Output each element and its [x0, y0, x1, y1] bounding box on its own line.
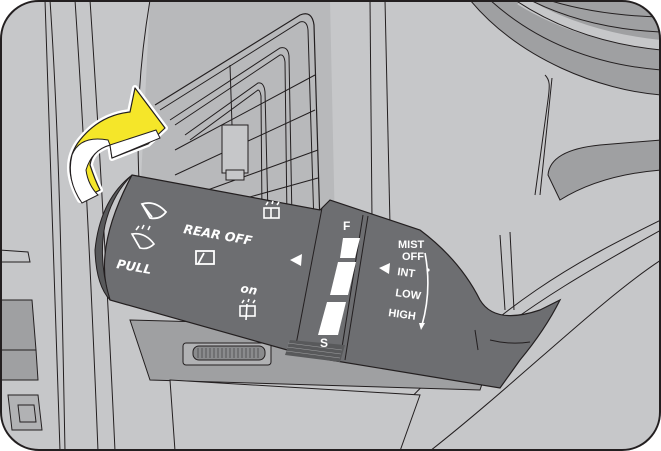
position-low[interactable]: LOW	[395, 287, 423, 303]
position-high[interactable]: HIGH	[388, 307, 417, 323]
front-wiper-icon	[140, 202, 168, 220]
slow-label: S	[320, 336, 328, 350]
pull-direction-arrow-icon	[67, 85, 168, 204]
speed-arc	[421, 252, 429, 326]
rear-washer-icon	[239, 298, 256, 321]
air-vent	[154, 13, 321, 226]
wiper-positions: MIST OFF INT LOW HIGH	[388, 239, 425, 323]
instrument-cluster-shroud	[369, 1, 660, 226]
triangle-left-icon	[290, 254, 302, 266]
fast-label: F	[343, 219, 350, 233]
knurled-ring	[285, 340, 345, 362]
rear-wiper-icon	[195, 250, 215, 265]
thumbwheel[interactable]	[182, 342, 272, 366]
position-mist[interactable]: MIST	[398, 239, 425, 251]
triangle-left-icon	[379, 263, 390, 274]
on-label: on	[239, 281, 258, 298]
pull-label: PULL	[115, 256, 152, 277]
position-int[interactable]: INT	[397, 266, 416, 280]
rear-washer-icon	[263, 200, 280, 219]
intermittent-dial[interactable]	[318, 238, 360, 335]
a-pillar-trim	[1, 1, 116, 450]
position-off[interactable]: OFF	[402, 251, 424, 263]
front-washer-icon	[130, 224, 156, 250]
